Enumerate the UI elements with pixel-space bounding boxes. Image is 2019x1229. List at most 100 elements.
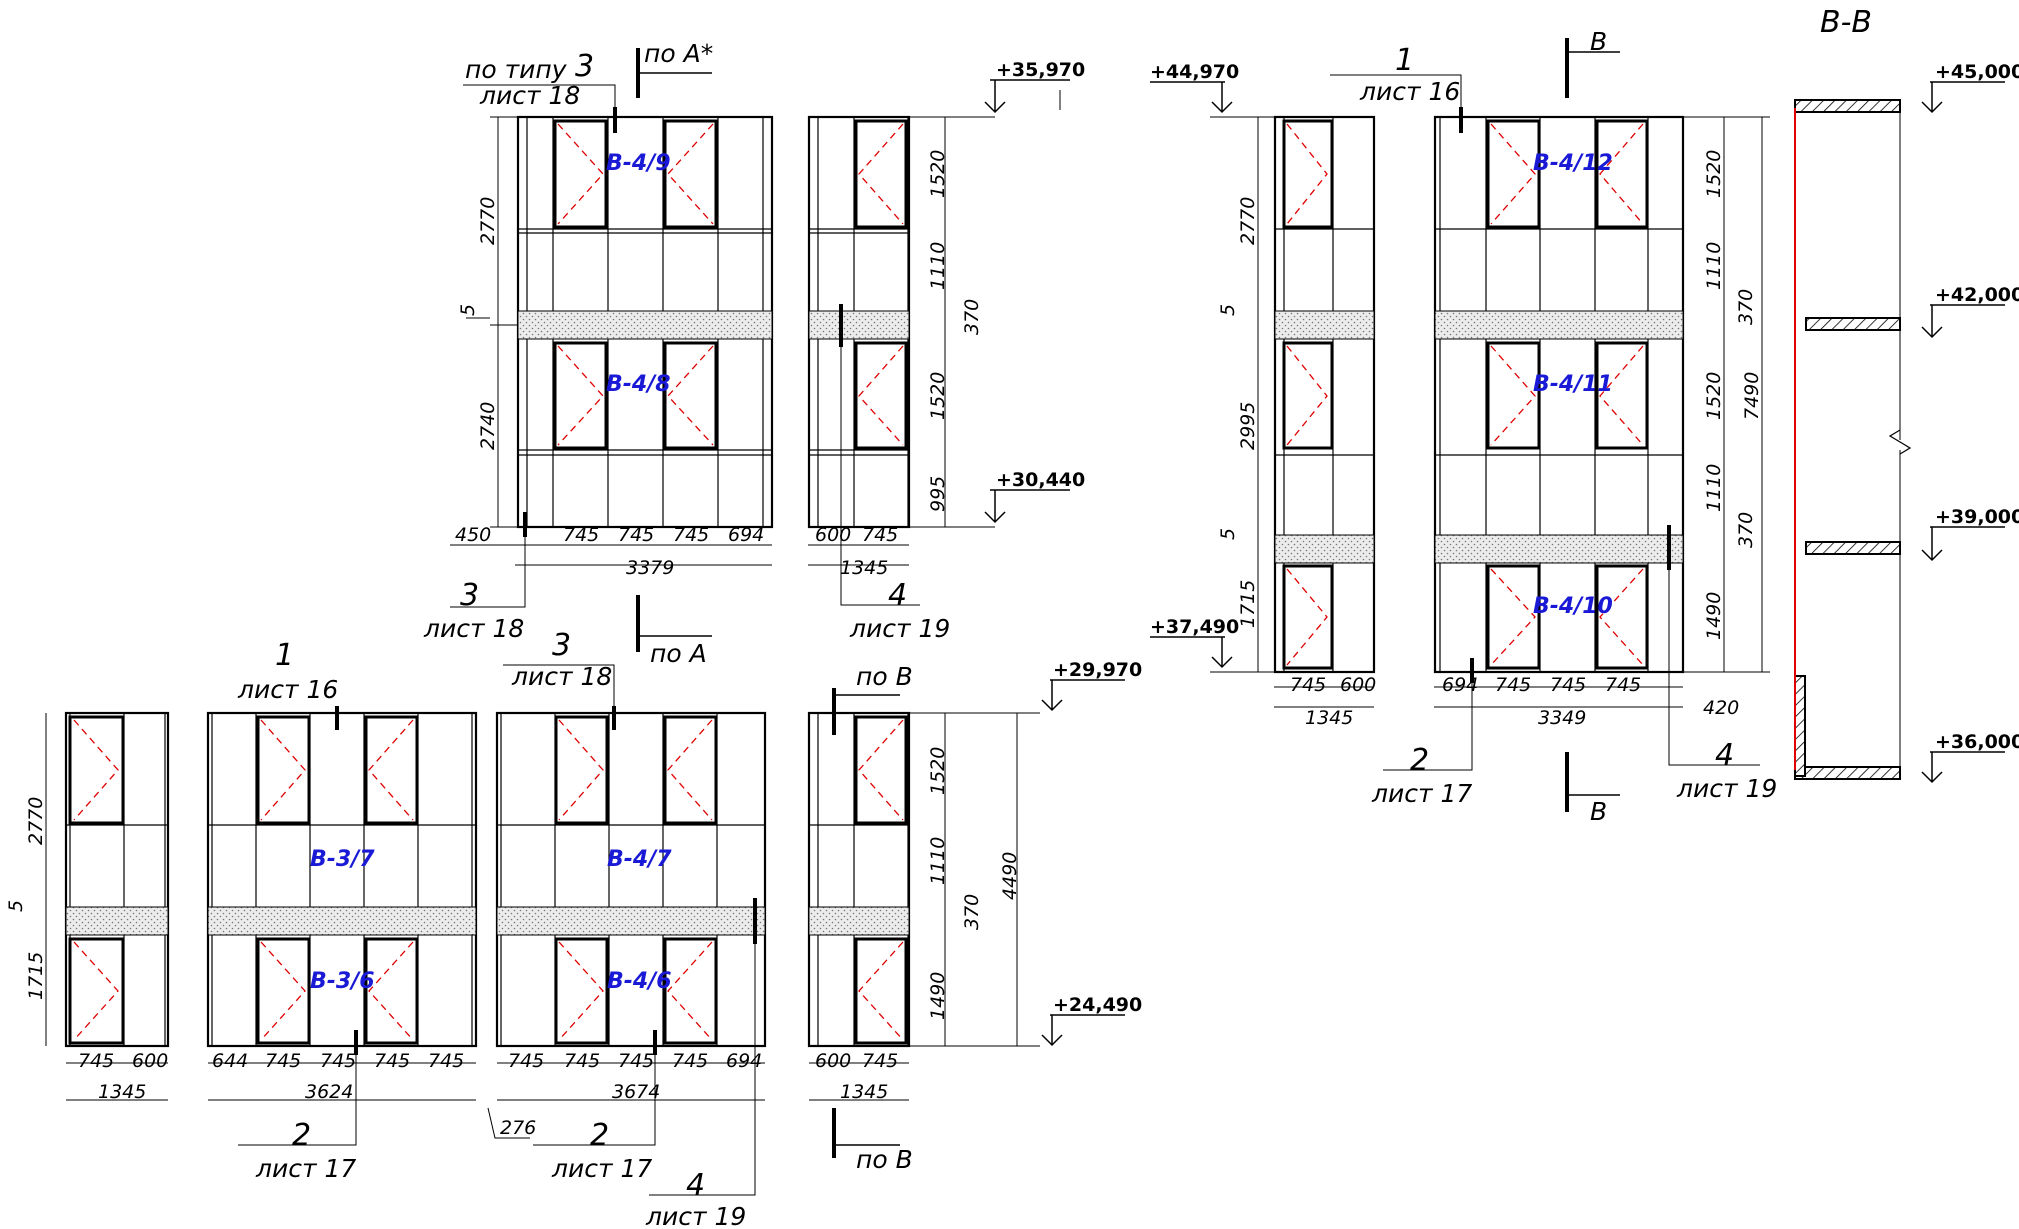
dimension-lines — [45, 116, 1770, 1101]
dim-label: 3674 — [612, 1081, 660, 1103]
window-mark: В-4/6 — [607, 969, 672, 994]
ref-number: 1 — [275, 638, 294, 673]
dim-label: 600 — [1340, 674, 1376, 696]
ref-number: 4 — [686, 1168, 705, 1203]
level-label: +24,490 — [1053, 994, 1142, 1016]
ref-sheet: лист 16 — [1359, 77, 1460, 106]
ref-sheet: лист 18 — [423, 614, 524, 643]
dim-label: 745 — [78, 1050, 114, 1072]
section-mark: В — [1590, 27, 1607, 56]
dim-label: 644 — [212, 1050, 248, 1072]
dim-label: 745 — [374, 1050, 410, 1072]
dim-label: 745 — [320, 1050, 356, 1072]
ref-number: 2 — [590, 1118, 609, 1153]
elevation-panel-h — [807, 711, 911, 1048]
elevation-panel-f: В-3/7 В-3/6 — [206, 711, 478, 1055]
dim-label: 745 — [1495, 674, 1531, 696]
dim-label: 450 — [455, 524, 491, 546]
level-label: +29,970 — [1053, 659, 1142, 681]
dim-label: 2770 — [477, 197, 499, 245]
window-mark: В-3/6 — [310, 969, 375, 994]
dim-label: 370 — [1735, 512, 1757, 548]
dim-label: 1520 — [927, 372, 949, 420]
dim-label: 1345 — [840, 1081, 888, 1103]
dim-label: 745 — [672, 1050, 708, 1072]
level-label: +35,970 — [996, 59, 1085, 81]
dim-label: 5 — [457, 304, 479, 316]
dim-label: 1520 — [1703, 150, 1725, 198]
level-markers — [984, 79, 2005, 1047]
dim-label: 370 — [961, 894, 983, 930]
dim-label: 370 — [1735, 289, 1757, 325]
ref-number: 3 — [460, 578, 479, 613]
level-label: +45,000 — [1935, 61, 2019, 83]
section-mark: по В — [856, 1145, 913, 1174]
dim-label: 1345 — [1305, 707, 1353, 729]
dim-label: 995 — [927, 476, 949, 512]
ref-sheet: лист 18 — [511, 662, 612, 691]
dim-label: 4490 — [999, 852, 1021, 900]
dim-label: 7490 — [1741, 372, 1763, 420]
window-mark: В-4/9 — [606, 151, 671, 176]
dim-label: 3349 — [1538, 707, 1586, 729]
dim-label: 1345 — [840, 557, 888, 579]
ref-number: 4 — [1715, 738, 1734, 773]
ref-sheet: лист 19 — [849, 614, 950, 643]
elevation-panel-d: В-4/12 В-4/11 В-4/10 — [1433, 115, 1685, 674]
dim-label: 745 — [1290, 674, 1326, 696]
ref-sheet: лист 17 — [551, 1154, 652, 1183]
dim-label: 1715 — [1237, 580, 1259, 628]
dim-label: 2770 — [1237, 197, 1259, 245]
section-mark: В — [1590, 797, 1607, 826]
dim-label: 2995 — [1237, 402, 1259, 450]
dim-label: 370 — [961, 299, 983, 335]
dim-label: 3624 — [305, 1081, 353, 1103]
ref-sheet: лист 19 — [1676, 774, 1777, 803]
dim-label: 600 — [815, 1050, 851, 1072]
level-label: +37,490 — [1150, 616, 1239, 638]
dim-label: 745 — [563, 524, 599, 546]
dim-label: 694 — [726, 1050, 762, 1072]
level-label: +44,970 — [1150, 61, 1239, 83]
dim-label: 1520 — [927, 150, 949, 198]
dim-label: 745 — [862, 1050, 898, 1072]
leader-lines — [238, 74, 1760, 1196]
dim-label: 1110 — [1703, 464, 1725, 512]
elevation-panel-a: В-4/9 В-4/8 — [516, 115, 774, 529]
dim-label: 1345 — [98, 1081, 146, 1103]
ref-number: 2 — [292, 1118, 311, 1153]
section-mark: по А — [650, 639, 707, 668]
texts: В-В по типу 3 лист 18 по А* 3 лист 18 по… — [5, 5, 2019, 1229]
dim-label: 745 — [1550, 674, 1586, 696]
dim-label: 1520 — [1703, 372, 1725, 420]
section-mark: по А* — [644, 39, 713, 68]
section-cut-markers — [335, 38, 1620, 1158]
dim-label: 694 — [728, 524, 764, 546]
window-mark: В-4/7 — [607, 847, 672, 872]
dim-label: 5 — [1217, 304, 1239, 316]
level-label: +42,000 — [1935, 284, 2019, 306]
dim-label: 1520 — [927, 747, 949, 795]
ref-type: по типу — [465, 55, 568, 84]
dim-label: 420 — [1703, 697, 1739, 719]
elevation-panel-g: В-4/7 В-4/6 — [495, 711, 767, 1055]
dim-label: 600 — [815, 524, 851, 546]
section-mark: по В — [856, 662, 913, 691]
level-label: +39,000 — [1935, 506, 2019, 528]
dim-label: 745 — [673, 524, 709, 546]
ref-sheet: лист 17 — [255, 1154, 356, 1183]
dim-label: 745 — [564, 1050, 600, 1072]
window-mark: В-4/11 — [1533, 372, 1613, 397]
ref-number: 3 — [552, 628, 571, 663]
ref-number: 2 — [1410, 743, 1429, 778]
ref-sheet: лист 16 — [237, 675, 338, 704]
dim-label: 1715 — [25, 952, 47, 1000]
ref-sheet: лист 18 — [479, 81, 580, 110]
dim-label: 1490 — [1703, 592, 1725, 640]
dim-label: 745 — [1605, 674, 1641, 696]
elevation-panel-e — [64, 711, 170, 1048]
dim-label: 745 — [508, 1050, 544, 1072]
dim-label: 5 — [5, 900, 27, 912]
dim-label: 276 — [500, 1117, 536, 1139]
